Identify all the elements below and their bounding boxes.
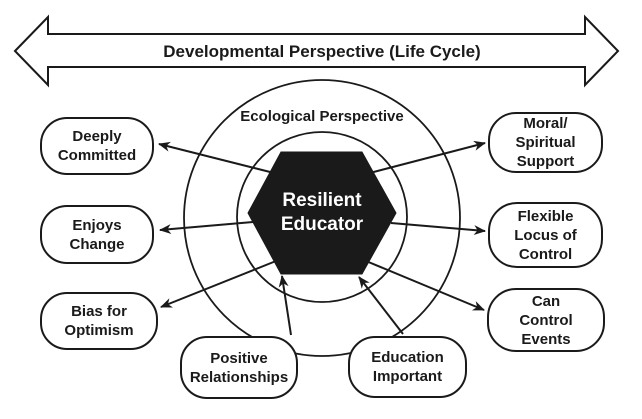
node-flexible-locus-of-control: Flexible Locus of Control [488, 202, 603, 268]
arrow-to-moral-spiritual-support [361, 140, 486, 176]
outer-ecological-circle [183, 79, 461, 357]
node-label: Enjoys Change [69, 216, 125, 253]
arrow-to-bias-for-optimism [160, 260, 277, 308]
arrow-to-enjoys-change [159, 221, 254, 235]
arrow-to-deeply-committed [158, 141, 283, 176]
node-education-important: Education Important [348, 336, 467, 398]
node-enjoys-change: Enjoys Change [40, 205, 154, 264]
resilient-educator-label: Resilient Educator [280, 190, 364, 235]
node-label: Can Control Events [519, 292, 573, 348]
node-label: Flexible Locus of Control [514, 207, 577, 263]
node-can-control-events: Can Control Events [487, 288, 605, 352]
arrow-from-positive-relationships [278, 275, 292, 336]
ecological-perspective-label: Ecological Perspective [240, 108, 404, 125]
node-label: Deeply Committed [57, 128, 137, 164]
arrow-to-flexible-locus-of-control [390, 222, 486, 236]
resilient-educator-hexagon [247, 151, 397, 275]
inner-ecological-circle [236, 131, 408, 303]
arrow-from-education-important [358, 276, 404, 335]
node-label: Education Important [371, 349, 444, 385]
node-deeply-committed: Deeply Committed [40, 117, 154, 175]
node-moral-spiritual-support: Moral/ Spiritual Support [488, 112, 603, 173]
developmental-arrow-shape [13, 14, 620, 88]
arrow-to-can-control-events [365, 260, 485, 311]
node-label: Positive Relationships [189, 349, 289, 386]
developmental-perspective-label: Developmental Perspective (Life Cycle) [163, 42, 481, 61]
connector-arrows [158, 140, 486, 336]
node-label: Bias for Optimism [64, 303, 134, 339]
node-bias-for-optimism: Bias for Optimism [40, 292, 158, 350]
node-positive-relationships: Positive Relationships [180, 336, 298, 399]
node-label: Moral/ Spiritual Support [515, 115, 576, 170]
